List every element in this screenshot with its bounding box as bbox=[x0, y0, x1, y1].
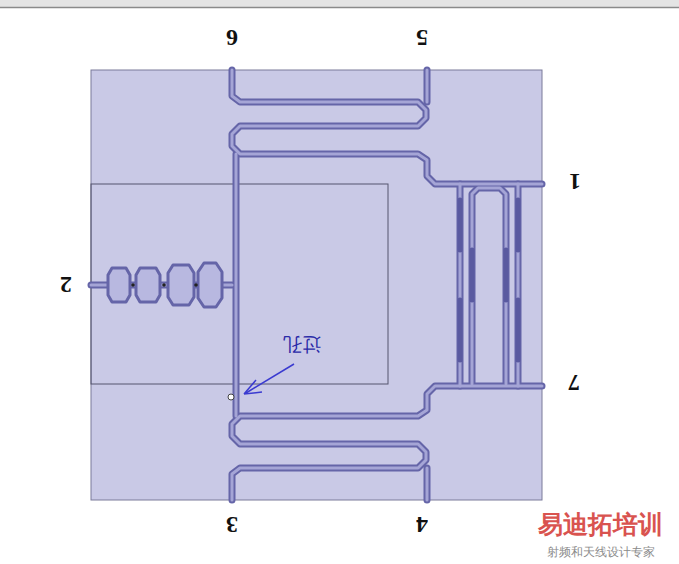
port-number: 4 bbox=[416, 513, 428, 537]
filter-sections bbox=[460, 200, 518, 360]
port-number: 2 bbox=[60, 273, 72, 297]
top-bar bbox=[0, 0, 679, 7]
substrate bbox=[91, 70, 542, 500]
watermark-subtitle: 射频和天线设计专家 bbox=[547, 546, 655, 558]
traces bbox=[91, 70, 542, 500]
port-number: 3 bbox=[226, 513, 238, 537]
stub-dots bbox=[131, 283, 198, 287]
port-number: 6 bbox=[226, 26, 238, 50]
port-number: 1 bbox=[569, 170, 581, 194]
via-hole bbox=[228, 394, 234, 400]
port-number: 7 bbox=[568, 371, 580, 395]
port-number: 5 bbox=[416, 26, 428, 50]
trace-inner bbox=[91, 70, 542, 500]
leader-arrowhead bbox=[244, 380, 262, 394]
trace-outline bbox=[91, 70, 542, 500]
top-rule bbox=[0, 7, 679, 9]
watermark: 易迪拓培训 bbox=[538, 512, 663, 537]
callout-label: 过孔 bbox=[283, 335, 321, 354]
leader-line bbox=[246, 364, 294, 393]
stepped-filter bbox=[108, 263, 222, 307]
